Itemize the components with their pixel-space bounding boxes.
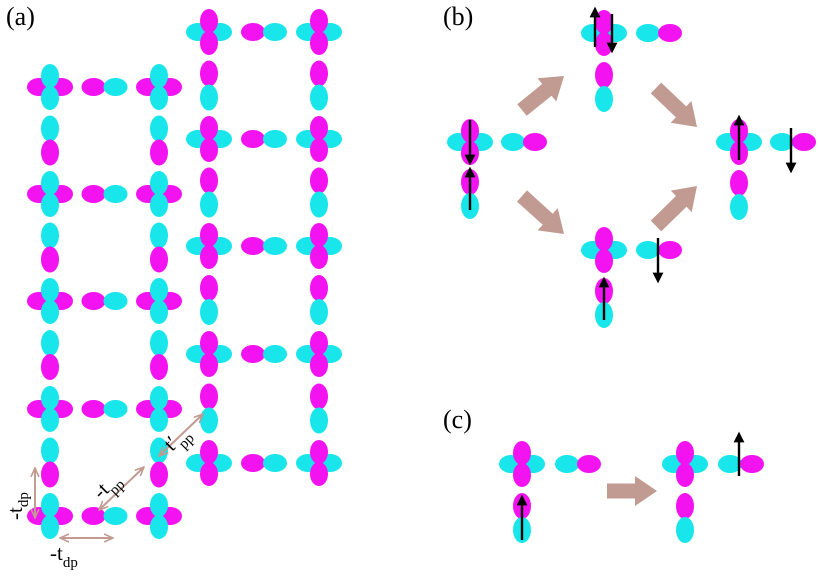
d-x2-y2-orbital-icon — [296, 331, 342, 377]
p-orbital-icon — [770, 133, 816, 151]
block-arrow-icon — [517, 190, 564, 234]
d-x2-y2-orbital-icon — [136, 64, 182, 110]
d-x2-y2-orbital-icon — [296, 9, 342, 55]
block-arrow-icon — [607, 476, 657, 506]
block-arrow-icon — [650, 82, 697, 127]
hop-arrow-tpp-prime — [159, 414, 203, 456]
hop-arrow-tpp — [99, 467, 144, 510]
d-x2-y2-orbital-icon — [186, 223, 232, 269]
d-x2-y2-orbital-icon — [581, 10, 627, 56]
p-orbital-icon — [81, 507, 128, 525]
d-x2-y2-orbital-icon — [662, 441, 708, 487]
p-orbital-icon — [241, 237, 287, 255]
panel-label-b: (b) — [443, 2, 473, 31]
process-arrow-layer — [517, 76, 697, 506]
panel-label-a: (a) — [6, 2, 35, 31]
d-x2-y2-orbital-icon — [447, 119, 493, 165]
p-orbital-icon — [718, 455, 764, 473]
p-orbital-icon — [555, 455, 601, 473]
panel-label-c: (c) — [443, 405, 472, 434]
d-x2-y2-orbital-icon — [27, 278, 73, 324]
p-orbital-icon — [200, 60, 218, 111]
d-x2-y2-orbital-icon — [27, 64, 73, 110]
block-arrow-icon — [517, 76, 564, 116]
p-orbital-icon — [41, 437, 59, 488]
d-x2-y2-orbital-icon — [27, 493, 73, 539]
d-x2-y2-orbital-icon — [186, 116, 232, 162]
svg-text:-tdp: -tdp — [50, 541, 78, 571]
p-orbital-icon — [150, 115, 168, 166]
d-x2-y2-orbital-icon — [296, 440, 342, 486]
p-orbital-icon — [241, 454, 287, 472]
hop-label-tdp-horizontal: -tdp — [50, 541, 78, 571]
orbital-layer — [27, 9, 816, 543]
d-x2-y2-orbital-icon — [136, 386, 182, 432]
p-orbital-icon — [81, 185, 128, 203]
p-orbital-icon — [200, 383, 218, 434]
p-orbital-icon — [150, 330, 168, 380]
p-orbital-icon — [41, 115, 59, 166]
p-orbital-icon — [81, 292, 128, 310]
d-x2-y2-orbital-icon — [27, 171, 73, 217]
p-orbital-icon — [241, 345, 287, 363]
d-x2-y2-orbital-icon — [581, 227, 627, 273]
p-orbital-icon — [41, 222, 59, 273]
d-x2-y2-orbital-icon — [186, 9, 232, 55]
svg-text:-tdp: -tdp — [3, 492, 32, 520]
p-orbital-icon — [310, 383, 328, 434]
block-arrow-icon — [650, 186, 697, 232]
d-x2-y2-orbital-icon — [296, 116, 342, 162]
hop-label-tdp-vertical: -tdp — [3, 492, 32, 520]
d-x2-y2-orbital-icon — [27, 386, 73, 432]
d-x2-y2-orbital-icon — [136, 493, 182, 539]
p-orbital-icon — [200, 275, 218, 325]
p-orbital-icon — [636, 24, 682, 42]
p-orbital-icon — [501, 133, 547, 151]
p-orbital-icon — [81, 78, 128, 96]
p-orbital-icon — [595, 62, 613, 112]
d-x2-y2-orbital-icon — [499, 441, 545, 487]
d-x2-y2-orbital-icon — [296, 223, 342, 269]
p-orbital-icon — [730, 170, 748, 220]
d-x2-y2-orbital-icon — [136, 278, 182, 324]
d-x2-y2-orbital-icon — [136, 171, 182, 217]
d-x2-y2-orbital-icon — [186, 440, 232, 486]
d-x2-y2-orbital-icon — [186, 331, 232, 377]
p-orbital-icon — [241, 130, 287, 148]
p-orbital-icon — [81, 400, 128, 418]
p-orbital-icon — [676, 493, 694, 543]
p-orbital-icon — [241, 23, 287, 41]
p-orbital-icon — [636, 241, 682, 259]
p-orbital-icon — [150, 222, 168, 273]
p-orbital-icon — [310, 275, 328, 325]
spin-layer — [464, 6, 797, 540]
p-orbital-icon — [41, 330, 59, 380]
p-orbital-icon — [310, 167, 328, 218]
p-orbital-icon — [310, 60, 328, 111]
p-orbital-icon — [200, 167, 218, 218]
hopping-arrow-layer — [35, 414, 203, 538]
